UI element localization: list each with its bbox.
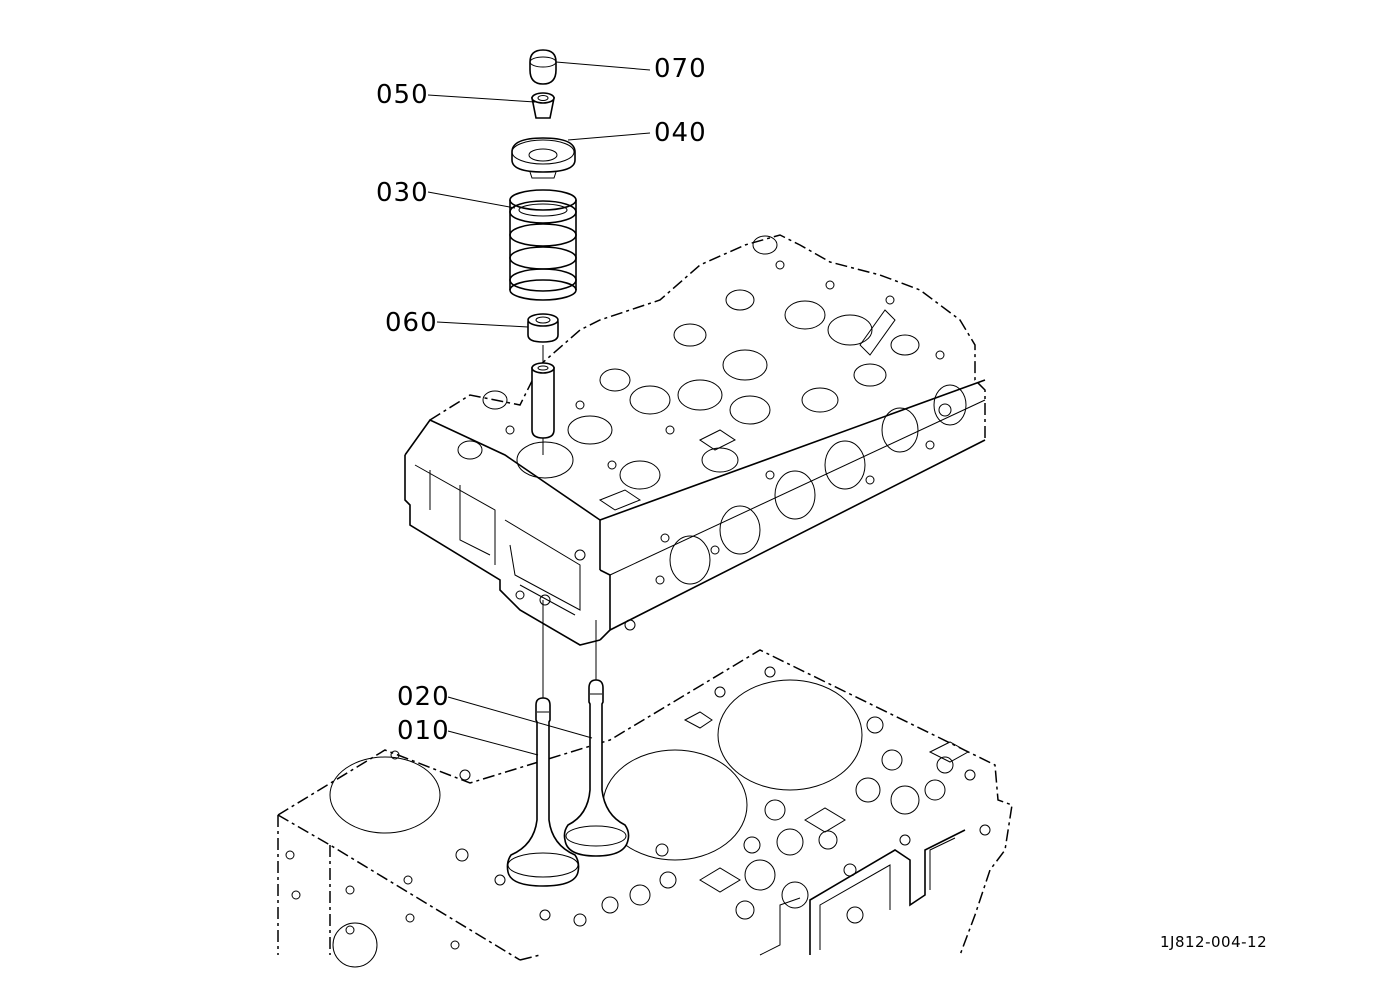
leader-lines [427, 61, 651, 756]
part-070-keeper-cap [529, 49, 557, 85]
part-030-valve-spring [509, 189, 577, 301]
callout-050: 050 [376, 80, 429, 110]
callout-060: 060 [385, 308, 438, 338]
figure-id: 1J812-004-12 [1160, 933, 1268, 951]
part-060-stem-seal [527, 313, 559, 343]
callout-040: 040 [654, 118, 707, 148]
valve-guide [531, 362, 555, 439]
callout-010: 010 [397, 716, 450, 746]
callout-030: 030 [376, 178, 429, 208]
part-010-valve [506, 697, 580, 887]
part-020-valve [563, 679, 630, 857]
cylinder-block [277, 649, 1013, 968]
cylinder-head [404, 234, 986, 646]
part-050-collet [531, 92, 555, 119]
part-040-spring-retainer [511, 137, 576, 179]
callout-070: 070 [654, 54, 707, 84]
callout-020: 020 [397, 682, 450, 712]
